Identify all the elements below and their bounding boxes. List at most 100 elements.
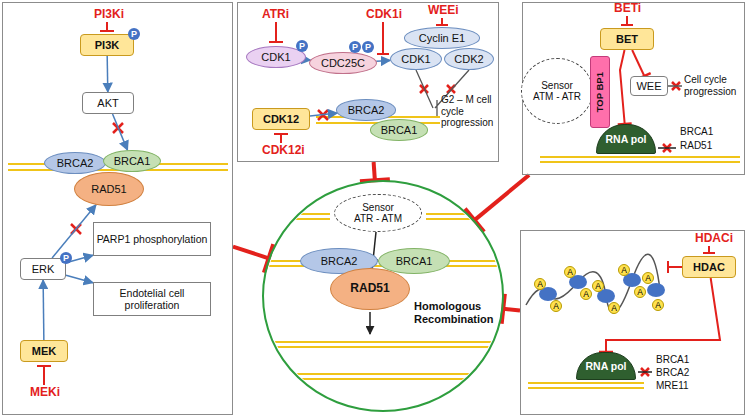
activation-arrow — [376, 60, 390, 62]
acetyl-badge: A — [634, 286, 646, 298]
histone — [647, 283, 665, 297]
node-text: BRCA2 — [348, 104, 385, 117]
inhibition-connector — [620, 50, 625, 124]
acetyl-badge: A — [618, 264, 630, 276]
note-text: G2 – M cell cycle progression — [441, 94, 497, 129]
inhibitor-name: PI3Ki — [94, 8, 124, 22]
acetyl-badge: A — [550, 300, 562, 312]
node-text: MEK — [32, 345, 56, 358]
acetyl-badge: A — [580, 288, 592, 300]
inhibition-connector — [503, 309, 520, 311]
inhibitor-name: CDK12i — [262, 144, 305, 158]
node-text: CDC25C — [321, 57, 365, 70]
protein-box: WEE — [630, 76, 668, 96]
node-text: PI3K — [95, 39, 119, 52]
inhibitor-name: HDACi — [695, 232, 733, 246]
inhibition-connector — [632, 50, 644, 76]
activation-arrow — [42, 280, 44, 340]
node-text: BRCA1 — [396, 255, 433, 268]
rna-polymerase: RNA pol — [596, 124, 656, 154]
inhibitor-bar — [37, 16, 715, 385]
inhibitor-name: BETi — [614, 2, 641, 16]
protein-box: ERK — [20, 258, 66, 280]
inhibition-connector — [606, 278, 720, 352]
activation-arrow — [106, 56, 108, 92]
inhibitor-panel: PI3K AKT BRCA2 BRCA1RAD51ERK PARP1 phosphory… — [2, 2, 233, 415]
node-text: CDK2 — [454, 53, 483, 66]
inhibitor-name: CDK1i — [366, 8, 402, 22]
transcription-arrow — [370, 148, 676, 372]
protein-ellipse: BRCA1 — [103, 150, 161, 172]
protein-ellipse: BRCA2 — [44, 152, 106, 174]
node-text: CDK1 — [401, 53, 430, 66]
node-text: CDK1 — [261, 51, 290, 64]
process-box: PARP1 phosphorylation — [93, 222, 211, 256]
node-text: RAD51 — [350, 282, 389, 296]
node-text: HDAC — [693, 261, 725, 274]
note-text: BRCA2 — [656, 367, 689, 379]
acetyl-badge: A — [652, 299, 664, 311]
acetyl-badge: A — [608, 302, 620, 314]
node-text: Cyclin E1 — [419, 32, 465, 45]
protein-ellipse: CDK1 — [246, 46, 306, 68]
protein-ellipse: CDK2 — [444, 48, 494, 70]
node-text: RAD51 — [91, 183, 126, 196]
node-text: WEE — [636, 80, 661, 93]
acetyl-badge: A — [564, 266, 576, 278]
sensor-ellipse: SensorATR - ATM — [334, 194, 422, 232]
inhibitor-name: ATRi — [262, 8, 289, 22]
node-text: BRCA2 — [321, 255, 358, 268]
inhibitor-name: WEEi — [428, 4, 459, 18]
sensor-ellipse: SensorATM - ATR — [521, 58, 594, 124]
topbp1-box: TOP BP1 — [590, 56, 610, 128]
histone — [569, 275, 587, 289]
node-text: Homologous Recombination — [414, 300, 506, 325]
node-text: BRCA1 — [114, 155, 151, 168]
acetyl-badge: A — [534, 278, 546, 290]
target-box: CDK12 — [252, 108, 310, 130]
hr-circle: Homologous Recombination SensorATR - ATM B… — [262, 180, 504, 412]
histone — [623, 273, 641, 287]
protein-ellipse: RAD51 — [330, 268, 410, 310]
target-box: BET — [600, 28, 654, 50]
protein-ellipse: RAD51 — [74, 172, 144, 206]
node-text: BRCA1 — [381, 124, 418, 137]
rna-polymerase: RNA pol — [576, 352, 636, 380]
node-text: Sensor — [362, 202, 394, 214]
node-text: BET — [616, 33, 638, 46]
node-text: ERK — [32, 263, 55, 276]
dna-strand — [262, 214, 505, 379]
activation-arrow — [52, 205, 96, 258]
node-text: ATM - ATR — [533, 91, 581, 103]
acetyl-badge: A — [642, 272, 654, 284]
protein-ellipse: CDK1 — [390, 48, 442, 70]
node-text: TOP BP1 — [595, 72, 606, 112]
protein-box: AKT — [82, 92, 134, 114]
target-box: PI3K — [80, 34, 134, 56]
inhibitor-panel: CDK1 CDC25C Cyclin E1 CDK1 CDK2CDK12 BRCA2BRC… — [237, 2, 499, 162]
node-text: PARP1 phosphorylation — [97, 233, 208, 245]
activation-arrow — [113, 114, 128, 150]
protein-ellipse: BRCA1 — [370, 119, 428, 140]
node-text: AKT — [97, 97, 118, 110]
phospho-badge: P — [349, 41, 361, 53]
node-text: ATR - ATM — [354, 213, 402, 225]
activation-arrow — [66, 275, 93, 282]
node-text: BRCA2 — [57, 157, 94, 170]
node-text: Sensor — [541, 80, 573, 92]
node-text: RNA pol — [585, 360, 626, 372]
inhibition-connector — [233, 247, 269, 259]
histone — [539, 287, 557, 301]
inhibitor-panel: HDAC RNA pol — [520, 230, 745, 415]
note-text: BRCA1 — [656, 354, 689, 366]
note-text: Cell cycle progression — [684, 74, 742, 97]
note-text: MRE11 — [656, 380, 689, 392]
note-text: RAD51 — [680, 140, 712, 152]
node-text: CDK12 — [263, 113, 299, 126]
inhibitor-name: MEKi — [30, 386, 60, 400]
process-box: Endotelial cell proliferation — [93, 282, 211, 316]
activation-arrow — [310, 113, 337, 116]
dna-strand — [8, 117, 740, 388]
histone — [597, 289, 615, 303]
